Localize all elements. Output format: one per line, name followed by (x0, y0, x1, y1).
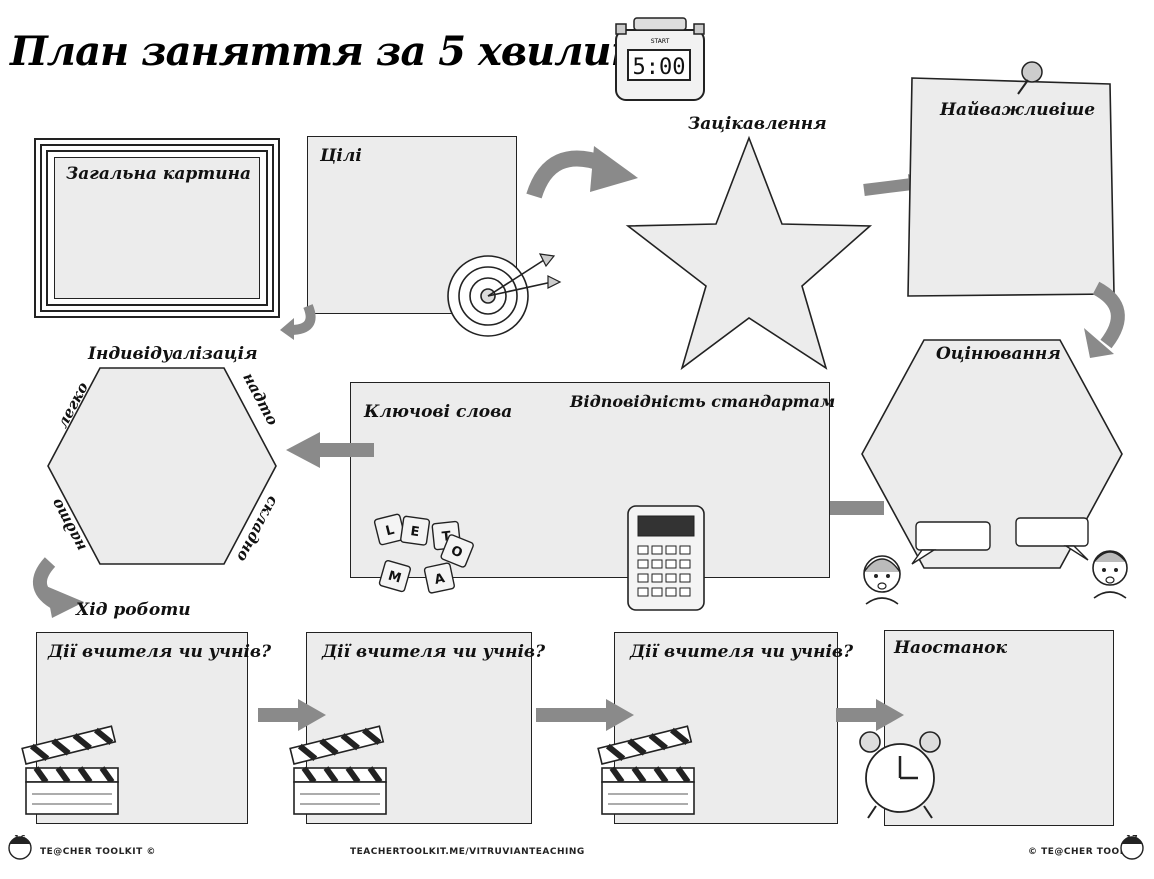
clapperboard-icon (597, 725, 695, 815)
footer-right-page: 17 (1126, 834, 1139, 843)
arrow-right-icon (258, 699, 326, 731)
tile-e: E (409, 524, 420, 540)
step-2-label: Дії вчителя чи учнів? (322, 642, 546, 662)
arrow-left-icon (286, 432, 374, 468)
assessment-label: Оцінювання (936, 344, 1061, 364)
student-girl-icon (863, 555, 901, 605)
keywords-box[interactable] (350, 382, 830, 578)
author-avatar-icon (1120, 836, 1144, 860)
stopwatch-display: 5:00 (633, 55, 686, 80)
clapperboard-icon (21, 725, 119, 815)
arrow-right-icon (536, 699, 634, 731)
standards-label: Відповідність стандартам (570, 392, 836, 411)
curved-arrow-icon (280, 304, 316, 340)
author-avatar-icon (8, 836, 32, 860)
most-important-label: Найважливіше (940, 100, 1096, 120)
footer-url[interactable]: TEACHERTOOLKIT.ME/VITRUVIANTEACHING (350, 847, 585, 857)
student-boy-icon (1092, 550, 1128, 599)
page-title: План заняття за 5 хвилин (10, 28, 640, 75)
curved-arrow-icon (526, 146, 638, 199)
footer-left-brand: TE@CHER TOOLKIT © (40, 847, 156, 857)
keywords-label: Ключові слова (364, 402, 513, 422)
workflow-label: Хід роботи (76, 600, 191, 620)
letter-tiles-icon: L E T O M A (373, 513, 474, 594)
alarm-clock-icon (859, 731, 941, 819)
individualization-label: Індивідуалізація (88, 344, 258, 364)
star-shape[interactable] (624, 134, 874, 372)
speech-bubble-icon (1015, 517, 1089, 561)
tile-t: T (441, 529, 452, 545)
big-picture-box[interactable] (54, 157, 260, 299)
target-icon (447, 253, 562, 337)
clapperboard-icon (289, 725, 387, 815)
engagement-label: Зацікавлення (688, 114, 827, 134)
pushpin-icon (1017, 61, 1043, 95)
tile-m: M (386, 569, 403, 587)
big-picture-label: Загальна картина (66, 164, 251, 184)
calculator-icon (627, 505, 705, 611)
tile-l: L (384, 523, 396, 540)
big-picture-frame (34, 138, 280, 318)
tile-a: A (433, 571, 446, 588)
step-2-box[interactable] (306, 632, 532, 824)
goals-label: Цілі (320, 146, 362, 166)
footer-right-brand: © TE@CHER TOOLKIT (1028, 847, 1144, 857)
footer-left-page: 16 (14, 834, 27, 843)
step-1-label: Дії вчителя чи учнів? (48, 642, 272, 662)
stopwatch-icon: START 5:00 (615, 17, 705, 101)
final-label: Наостанок (894, 638, 1008, 658)
curved-arrow-icon (33, 557, 84, 618)
tile-o: O (449, 543, 465, 561)
assessment-hexagon[interactable] (860, 336, 1124, 572)
arrow-right-icon (836, 699, 904, 731)
curved-arrow-icon (1084, 281, 1125, 358)
step-3-label: Дії вчителя чи учнів? (630, 642, 854, 662)
speech-bubble-icon (911, 521, 991, 565)
stopwatch-start-label: START (651, 38, 670, 45)
individualization-hexagon[interactable] (46, 366, 278, 566)
